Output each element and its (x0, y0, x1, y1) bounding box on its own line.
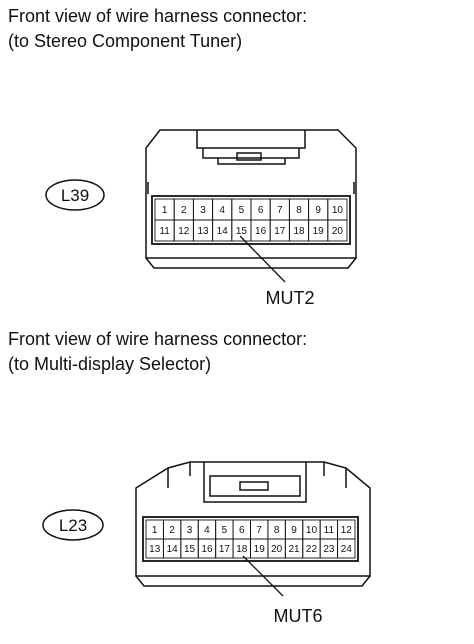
pin-number: 2 (169, 525, 175, 536)
pin-number: 16 (255, 226, 267, 237)
connector-id-badge: L39 (45, 179, 105, 211)
pin-grid-border (151, 195, 351, 245)
pin-number: 20 (332, 226, 344, 237)
pin-number: 18 (293, 226, 305, 237)
connector-lock-notch (236, 152, 262, 161)
pin-number: 10 (332, 205, 344, 216)
pin-number: 10 (306, 525, 318, 536)
pin-number: 7 (277, 205, 283, 216)
pin-number: 21 (288, 544, 300, 555)
pin-grid-border (142, 516, 359, 562)
connector-housing (135, 461, 371, 577)
pin-number: 13 (149, 544, 161, 555)
connector-lock-tab-inner (202, 148, 300, 159)
connector-lock-tab-inner (209, 475, 301, 497)
pin-number: 5 (222, 525, 228, 536)
pin-number: 7 (256, 525, 262, 536)
pin-number: 15 (184, 544, 196, 555)
caption-subtitle: (to Multi-display Selector) (8, 354, 212, 374)
pin-number: 19 (313, 226, 325, 237)
connector-l23 (135, 461, 371, 587)
caption-tuner-connector: Front view of wire harness connector: (t… (8, 4, 307, 54)
callout-label-mut6: MUT6 (274, 606, 323, 626)
pin-number: 14 (217, 226, 229, 237)
pin-number: 8 (296, 205, 302, 216)
pin-number: 12 (341, 525, 353, 536)
pin-number: 6 (258, 205, 264, 216)
pin-number: 3 (187, 525, 193, 536)
callout-leader-line (239, 235, 286, 283)
caption-title: Front view of wire harness connector: (8, 329, 308, 349)
caption-selector-connector: Front view of wire harness connector: (t… (8, 327, 307, 377)
connector-l39 (145, 129, 357, 269)
connector-lock-tab (196, 130, 306, 149)
pin-number: 9 (315, 205, 321, 216)
pin-number: 22 (306, 544, 318, 555)
pin-number: 3 (200, 205, 206, 216)
callout-label-mut2: MUT2 (266, 288, 315, 308)
pin-number: 11 (159, 226, 170, 237)
pin-cell (337, 538, 356, 559)
pin-number: 19 (254, 544, 266, 555)
caption-title: Front view of wire harness connector: (8, 6, 308, 26)
connector-inner-frame (147, 182, 355, 194)
connector-id-badge: L23 (42, 509, 104, 541)
connector-lock-notch (239, 481, 269, 491)
pin-number: 17 (219, 544, 231, 555)
pin-number: 1 (152, 525, 158, 536)
pin-number: 11 (324, 525, 335, 536)
connector-housing-lower-edge (145, 257, 357, 269)
pin-number: 13 (197, 226, 209, 237)
caption-subtitle: (to Stereo Component Tuner) (8, 31, 243, 51)
pin-number: 17 (274, 226, 286, 237)
pin-number: 6 (239, 525, 245, 536)
pin-number: 9 (291, 525, 297, 536)
pin-number: 5 (239, 205, 245, 216)
pin-number: 4 (204, 525, 210, 536)
pin-number: 18 (236, 544, 248, 555)
connector-id-label: L23 (59, 516, 87, 535)
pin-number: 1 (162, 205, 168, 216)
pin-number: 20 (271, 544, 283, 555)
pin-number: 8 (274, 525, 280, 536)
connector-lock-tab-legs (217, 158, 286, 165)
pin-number: 24 (341, 544, 353, 555)
pin-number: 23 (323, 544, 335, 555)
pin-number: 15 (236, 226, 248, 237)
connector-housing-lower-edge (135, 575, 371, 587)
pin-number: 14 (167, 544, 179, 555)
connector-id-label: L39 (61, 186, 89, 205)
pin-number: 12 (178, 226, 190, 237)
pin-number: 16 (201, 544, 213, 555)
pin-cell (327, 219, 348, 242)
pin-number: 4 (219, 205, 225, 216)
connector-side-wings (167, 462, 347, 488)
callout-leader-line (242, 555, 284, 597)
pin-number: 2 (181, 205, 187, 216)
connector-lock-tab (203, 462, 307, 503)
